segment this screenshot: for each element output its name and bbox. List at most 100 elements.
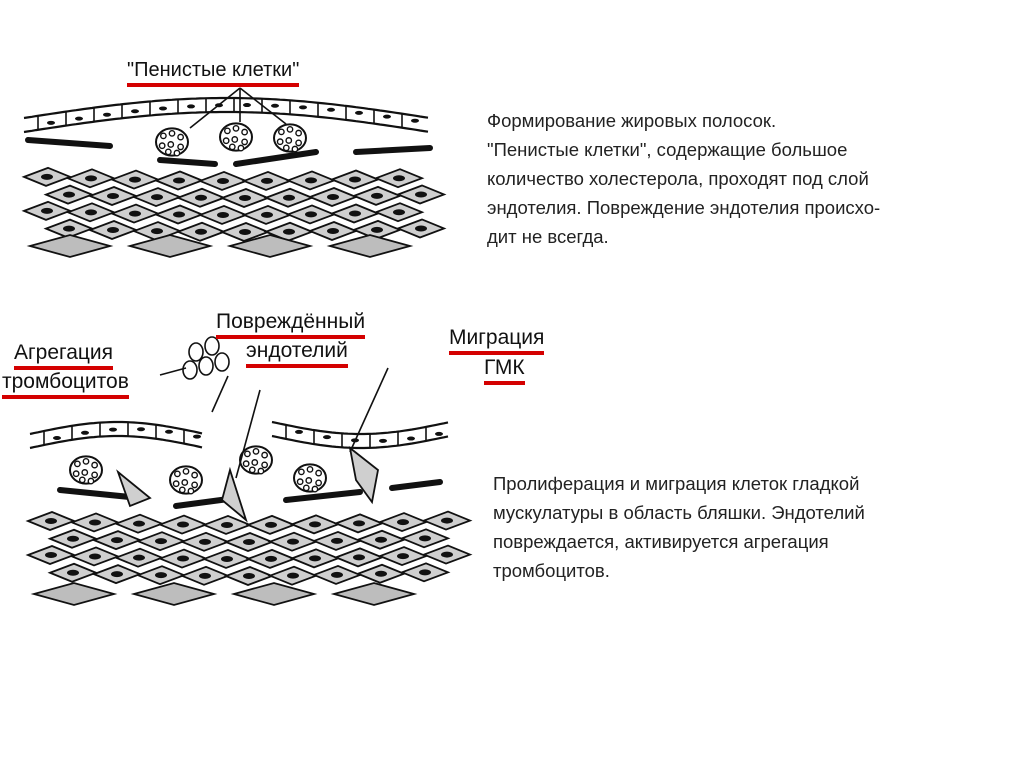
smc-nucleus — [107, 227, 119, 233]
smc-nucleus — [199, 573, 211, 579]
smc-nucleus — [419, 535, 431, 541]
lipid-droplet — [182, 480, 187, 485]
platelet — [215, 353, 229, 371]
platelet-aggregation-label-line2: тромбоцитов — [2, 371, 129, 399]
lipid-droplet — [287, 127, 292, 132]
platelet-pointer — [160, 368, 186, 375]
smc-nucleus — [283, 229, 295, 235]
smc-nucleus — [199, 539, 211, 545]
lipid-droplet — [80, 477, 85, 482]
lipid-droplet — [192, 472, 197, 477]
lipid-droplet — [82, 470, 87, 475]
lipid-droplet — [168, 142, 173, 147]
smc-nucleus — [67, 536, 79, 542]
lipid-droplet — [169, 131, 174, 136]
endothelial-nucleus — [295, 430, 303, 434]
lipid-droplet — [180, 487, 185, 492]
lipid-droplet — [316, 480, 321, 485]
platelet — [189, 343, 203, 361]
endothelial-nucleus — [53, 436, 61, 440]
endothelial-nucleus — [187, 104, 195, 108]
lipid-droplet — [316, 470, 321, 475]
endothelial-nucleus — [131, 109, 139, 113]
panel2-description-line: мускулатуры в область бляшки. Эндотелий — [493, 498, 865, 527]
damage-pointer — [212, 376, 228, 412]
lipid-droplet — [253, 449, 258, 454]
endothelial-nucleus — [407, 437, 415, 441]
lipid-droplet — [159, 143, 164, 148]
adventitia-cell — [234, 583, 314, 605]
endothelial-nucleus — [159, 106, 167, 110]
smc-nucleus — [41, 208, 53, 214]
adventitia-cell — [330, 235, 410, 257]
smc-nucleus — [195, 229, 207, 235]
lipid-droplet — [238, 145, 243, 150]
panel2-description-line: Пролиферация и миграция клеток гладкой — [493, 469, 865, 498]
endothelial-nucleus — [323, 435, 331, 439]
lipid-droplet — [173, 481, 178, 486]
lipid-droplet — [306, 478, 311, 483]
smc-nucleus — [419, 569, 431, 575]
smc-nucleus — [309, 521, 321, 527]
lipid-droplet — [178, 134, 183, 139]
smc-nucleus — [195, 195, 207, 201]
lipid-droplet — [225, 128, 230, 133]
endothelial-nucleus — [355, 111, 363, 115]
damaged-endothelium-label-line1: Повреждённый — [216, 311, 365, 339]
lipid-droplet — [183, 469, 188, 474]
smc-nucleus — [63, 226, 75, 232]
smc-nucleus — [151, 228, 163, 234]
endothelium-1-top-line — [24, 98, 428, 118]
panel1-description-line: количество холестерола, проходят под сло… — [487, 164, 880, 193]
lipid-droplet — [296, 130, 301, 135]
smc-nucleus — [261, 178, 273, 184]
smc-nucleus — [393, 175, 405, 181]
lipid-droplet — [242, 129, 247, 134]
smc-nucleus — [305, 211, 317, 217]
lipid-droplet — [252, 460, 257, 465]
smc-nucleus — [107, 193, 119, 199]
smc-nucleus — [353, 554, 365, 560]
smc-nucleus — [85, 209, 97, 215]
smc-nucleus — [441, 518, 453, 524]
smc-nucleus — [327, 194, 339, 200]
lipid-droplet — [192, 482, 197, 487]
adventitia-cell — [134, 583, 214, 605]
smc-nucleus — [133, 555, 145, 561]
smc-nucleus — [89, 553, 101, 559]
lipid-droplet — [297, 479, 302, 484]
lipid-droplet — [83, 459, 88, 464]
lipid-droplet — [161, 133, 166, 138]
lipid-droplet — [284, 145, 289, 150]
smc-nucleus — [111, 571, 123, 577]
smc-nucleus — [133, 521, 145, 527]
smc-nucleus — [239, 229, 251, 235]
smc-nucleus — [151, 194, 163, 200]
endothelial-nucleus — [383, 115, 391, 119]
smc-nucleus — [371, 193, 383, 199]
smc-nucleus — [45, 518, 57, 524]
endothelium-2-left-top-line — [30, 422, 202, 434]
lipid-droplet — [250, 467, 255, 472]
adventitia-cell — [34, 583, 114, 605]
endothelial-nucleus — [193, 435, 201, 439]
lipid-droplet — [277, 139, 282, 144]
lipid-droplet — [312, 486, 317, 491]
smc-nucleus — [89, 519, 101, 525]
lipid-droplet — [88, 478, 93, 483]
lipid-droplet — [262, 452, 267, 457]
endothelial-nucleus — [243, 103, 251, 107]
endothelial-nucleus — [81, 431, 89, 435]
lipid-droplet — [92, 462, 97, 467]
endothelial-nucleus — [327, 108, 335, 112]
foam-cells-pointer — [190, 88, 240, 128]
platelet-aggregation-label-line1: Агрегация — [14, 342, 113, 370]
migrating-smc — [222, 470, 246, 520]
lipid-droplet — [292, 146, 297, 151]
lipid-droplet — [92, 472, 97, 477]
internal-elastic-membrane — [28, 140, 110, 146]
smc-nucleus — [441, 552, 453, 558]
lipid-droplet — [242, 139, 247, 144]
lipid-droplet — [223, 138, 228, 143]
lipid-droplet — [296, 140, 301, 145]
